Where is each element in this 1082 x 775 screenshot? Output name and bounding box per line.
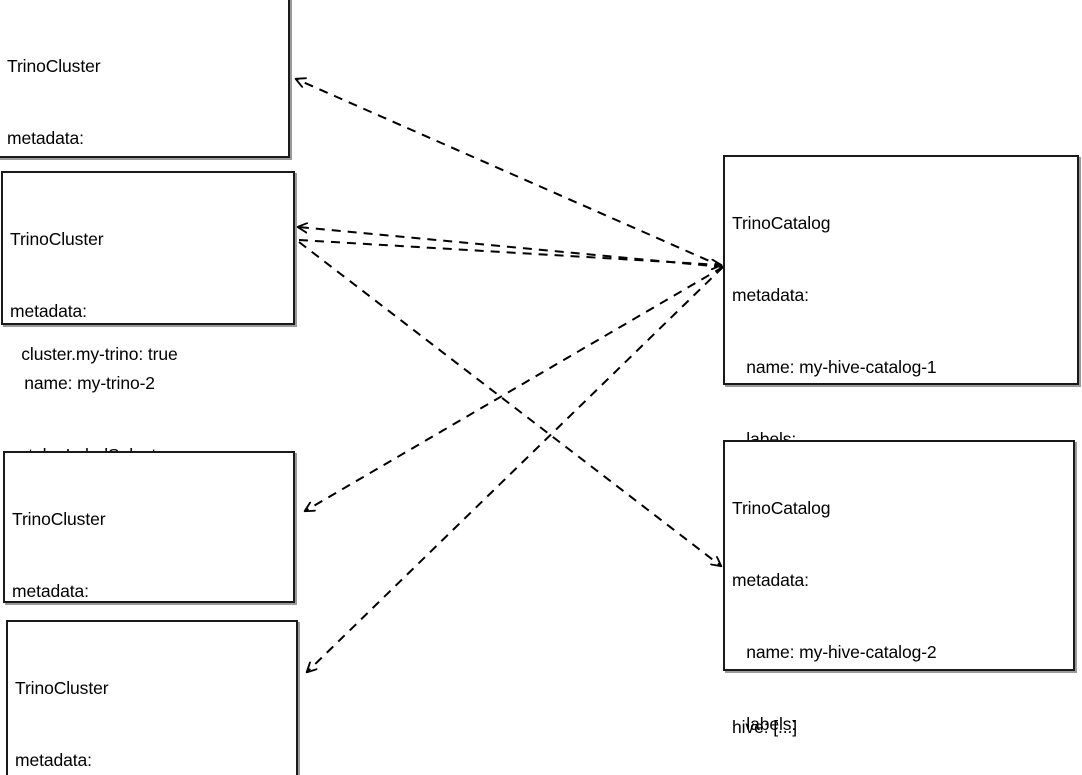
node-line: TrinoCluster	[10, 229, 104, 249]
node-line: metadata:	[732, 570, 809, 590]
node-trinocluster-my-trino-blue[interactable]: TrinoCluster metadata: name: my-trino-bl…	[3, 451, 295, 745]
node-line: hive: [...]	[732, 717, 798, 737]
edge-catalog1-to-cluster-my-trino-green	[307, 266, 724, 672]
node-line: name: my-hive-catalog-2	[732, 642, 937, 662]
node-line: TrinoCatalog	[732, 213, 831, 233]
node-trinocluster-my-trino-2[interactable]: TrinoCluster metadata: name: my-trino-2 …	[1, 171, 295, 537]
node-line: TrinoCluster	[12, 509, 106, 529]
edge-catalog1-to-cluster-my-trino-blue	[305, 266, 724, 511]
node-line: metadata:	[15, 750, 92, 770]
edge-cluster-my-trino-2-to-catalog2	[298, 241, 721, 566]
node-body: TrinoCluster metadata: name: my-trino-gr…	[15, 628, 288, 775]
node-line: metadata:	[732, 285, 809, 305]
node-trinocatalog-my-hive-catalog-1[interactable]: TrinoCatalog metadata: name: my-hive-cat…	[723, 155, 1079, 737]
node-line: TrinoCatalog	[732, 498, 831, 518]
node-line: cluster.my-trino: true	[7, 344, 178, 364]
node-trinocluster-my-trino-green[interactable]: TrinoCluster metadata: name: my-trino-gr…	[6, 620, 298, 775]
node-line: metadata:	[7, 128, 84, 148]
node-trinocluster-my-trino[interactable]: TrinoCluster metadata: name: my-trino ca…	[0, 0, 290, 364]
node-line: metadata:	[12, 581, 89, 601]
edge-catalog1-to-cluster-my-trino	[296, 79, 724, 268]
node-body: TrinoCatalog metadata: name: my-hive-cat…	[732, 448, 1065, 775]
node-line: metadata:	[10, 301, 87, 321]
node-line: labels:	[732, 714, 797, 734]
node-trinocatalog-my-hive-catalog-2[interactable]: TrinoCatalog metadata: name: my-hive-cat…	[723, 440, 1075, 734]
edge-catalog1-to-cluster-my-trino-2	[298, 227, 724, 268]
node-line: TrinoCluster	[7, 56, 101, 76]
edge-cluster-to-catalog1	[298, 239, 721, 265]
node-line: name: my-hive-catalog-1	[732, 357, 937, 377]
node-line: name: my-trino-2	[10, 373, 155, 393]
node-line: TrinoCluster	[15, 678, 109, 698]
